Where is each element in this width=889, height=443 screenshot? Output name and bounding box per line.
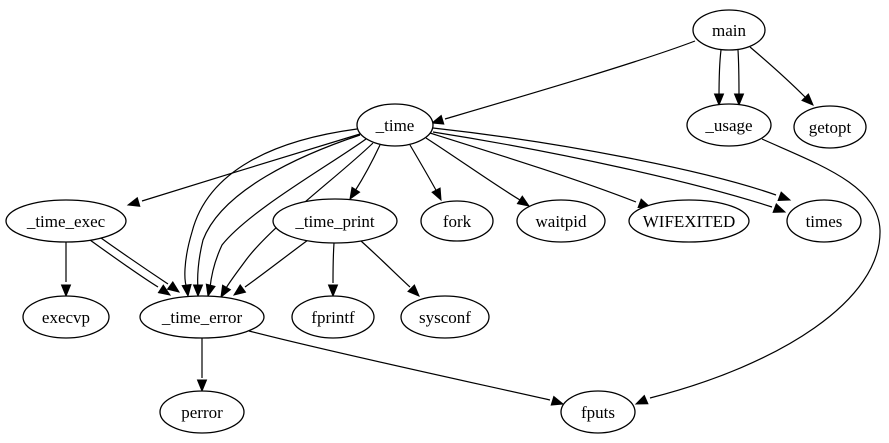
node-label: sysconf — [419, 308, 471, 327]
edge-time-to-timeerror — [220, 142, 374, 299]
node-time: _time — [356, 103, 434, 147]
edge-time-to-timeerror — [181, 128, 358, 298]
node-wifexited: WIFEXITED — [628, 199, 750, 243]
node-label: times — [806, 212, 843, 231]
edge-timeerror-to-fputs — [248, 330, 565, 406]
edge-timeexec-to-timeerror — [100, 237, 181, 293]
node-label: _usage — [704, 116, 752, 135]
edge-main-to-usage — [733, 49, 745, 107]
edge-time-to-fork — [409, 144, 442, 202]
edge-main-to-getopt — [749, 46, 814, 106]
edge-time-to-times — [432, 127, 792, 202]
node-fputs: fputs — [560, 390, 636, 434]
node-label: _time — [375, 116, 415, 135]
node-times: times — [786, 199, 862, 243]
node-sysconf: sysconf — [400, 295, 490, 339]
edge-time-to-timeexec — [126, 133, 361, 207]
node-execvp: execvp — [22, 295, 110, 339]
node-perror: perror — [159, 390, 245, 434]
edge-time-to-waitpid — [425, 137, 531, 207]
node-main: main — [692, 9, 766, 51]
edge-time-to-times — [432, 131, 787, 213]
node-getopt: getopt — [793, 105, 867, 149]
node-time-error: _time_error — [139, 295, 265, 339]
node-fork: fork — [420, 200, 494, 242]
edge-usage-to-fputs — [634, 138, 881, 405]
edge-timeexec-to-execvp — [60, 242, 72, 298]
edge-main-to-time — [430, 40, 696, 125]
edge-timeprint-to-sysconf — [360, 240, 420, 297]
edges — [60, 40, 881, 406]
node-label: perror — [181, 403, 223, 422]
edge-time-to-wifexited — [429, 132, 652, 209]
node-label: _time_error — [161, 308, 243, 327]
node-label: fork — [443, 212, 472, 231]
edge-time-to-timeerror — [205, 138, 367, 298]
edge-main-to-usage — [713, 49, 725, 107]
node-time-print: _time_print — [272, 198, 398, 244]
node-label: WIFEXITED — [643, 212, 736, 231]
edge-timeerror-to-perror — [196, 337, 208, 393]
edge-timeexec-to-timeerror — [89, 239, 172, 296]
edge-timeprint-to-fprintf — [327, 242, 339, 298]
node-waitpid: waitpid — [516, 199, 606, 243]
edge-time-to-timeprint — [349, 144, 381, 201]
node-label: main — [712, 21, 746, 40]
node-time-exec: _time_exec — [5, 199, 127, 243]
edge-time-to-timeerror — [192, 134, 361, 298]
node-usage: _usage — [686, 103, 772, 147]
node-label: execvp — [42, 308, 90, 327]
node-label: fprintf — [311, 308, 355, 327]
node-label: fputs — [581, 403, 615, 422]
node-label: _time_print — [294, 212, 375, 231]
node-fprintf: fprintf — [291, 295, 375, 339]
node-label: getopt — [809, 118, 852, 137]
node-label: _time_exec — [26, 212, 106, 231]
edge-timeprint-to-timeerror — [232, 239, 309, 296]
nodes: main _usage getopt _time _time_exec _time_pri… — [5, 9, 867, 434]
node-label: waitpid — [536, 212, 587, 231]
